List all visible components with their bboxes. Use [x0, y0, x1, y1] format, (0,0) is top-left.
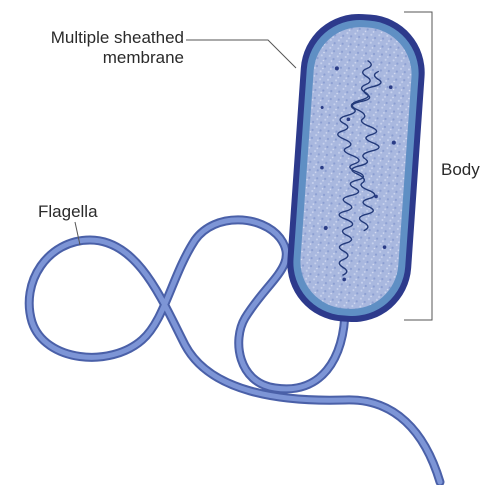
membrane-label-line1: Multiple sheathed: [8, 28, 184, 48]
cytoplasm: [297, 24, 414, 312]
body-label: Body: [441, 160, 480, 180]
flagella-label: Flagella: [38, 202, 98, 222]
membrane-leader-line: [186, 40, 296, 68]
membrane-label-line2: membrane: [8, 48, 184, 68]
membrane-label: Multiple sheathed membrane: [8, 28, 184, 68]
bacterium-body: [283, 10, 428, 326]
